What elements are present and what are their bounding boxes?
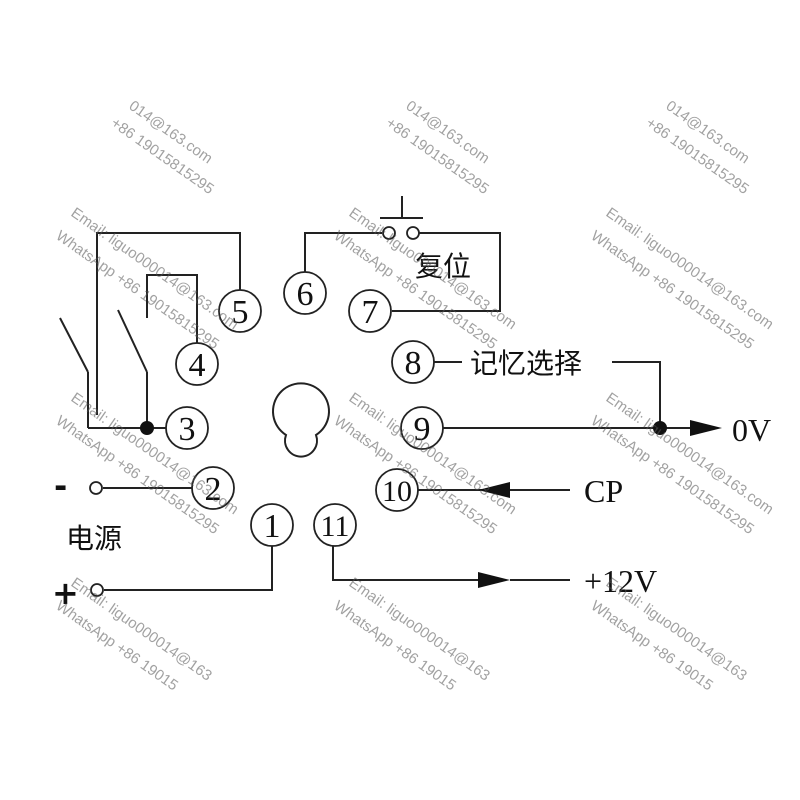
wire-pin5: [96, 232, 241, 415]
label-memory-select: 记忆选择: [470, 347, 582, 380]
svg-text:11: 11: [321, 510, 350, 543]
label-power: 电源: [66, 522, 122, 555]
svg-text:6: 6: [297, 276, 314, 313]
reset-contact-right: [406, 226, 420, 240]
svg-text:1: 1: [264, 508, 281, 545]
label-minus: -: [54, 467, 67, 505]
wire-pin1: [104, 545, 273, 591]
arrow-12v: [478, 572, 510, 588]
watermark-layer: +86 19015815295 014@163.com +86 19015815…: [53, 97, 777, 694]
pin-6: 6: [283, 271, 327, 315]
terminal-minus: [89, 481, 103, 495]
switch-blade-right: [117, 309, 148, 373]
pin-9: 9: [400, 406, 444, 450]
switch-blade-left: [59, 317, 89, 373]
wire-pin4: [146, 274, 198, 345]
label-plus-12v: +12V: [584, 563, 657, 599]
svg-text:7: 7: [362, 294, 379, 331]
pin-8: 8: [391, 340, 435, 384]
label-plus: +: [52, 574, 79, 612]
svg-text:10: 10: [382, 475, 412, 508]
wire-pin6: [304, 232, 382, 272]
wire-pin7: [392, 232, 501, 312]
arrow-cp: [478, 482, 510, 498]
junction-dot-pin3: [140, 421, 154, 435]
arrow-0v: [690, 420, 722, 436]
svg-text:9: 9: [414, 411, 431, 448]
label-cp: CP: [584, 473, 623, 509]
svg-text:4: 4: [189, 347, 206, 384]
label-0v: 0V: [732, 412, 771, 448]
pin-3: 3: [165, 406, 209, 450]
terminal-plus: [90, 583, 104, 597]
pin-11: 11: [313, 503, 357, 547]
reset-contact-left: [382, 226, 396, 240]
pin-2: 2: [191, 466, 235, 510]
svg-text:5: 5: [232, 294, 249, 331]
junction-dot-pin9: [653, 421, 667, 435]
svg-text:2: 2: [205, 471, 222, 508]
socket-key: [272, 382, 330, 458]
svg-text:8: 8: [405, 345, 422, 382]
label-reset: 复位: [415, 250, 471, 283]
svg-text:3: 3: [179, 411, 196, 448]
pin-7: 7: [348, 289, 392, 333]
wire-memory-select: [612, 361, 661, 428]
pin-1: 1: [250, 503, 294, 547]
pin-4: 4: [175, 342, 219, 386]
pin-5: 5: [218, 289, 262, 333]
pin-10: 10: [375, 468, 419, 512]
wire-pin11: [332, 545, 480, 581]
